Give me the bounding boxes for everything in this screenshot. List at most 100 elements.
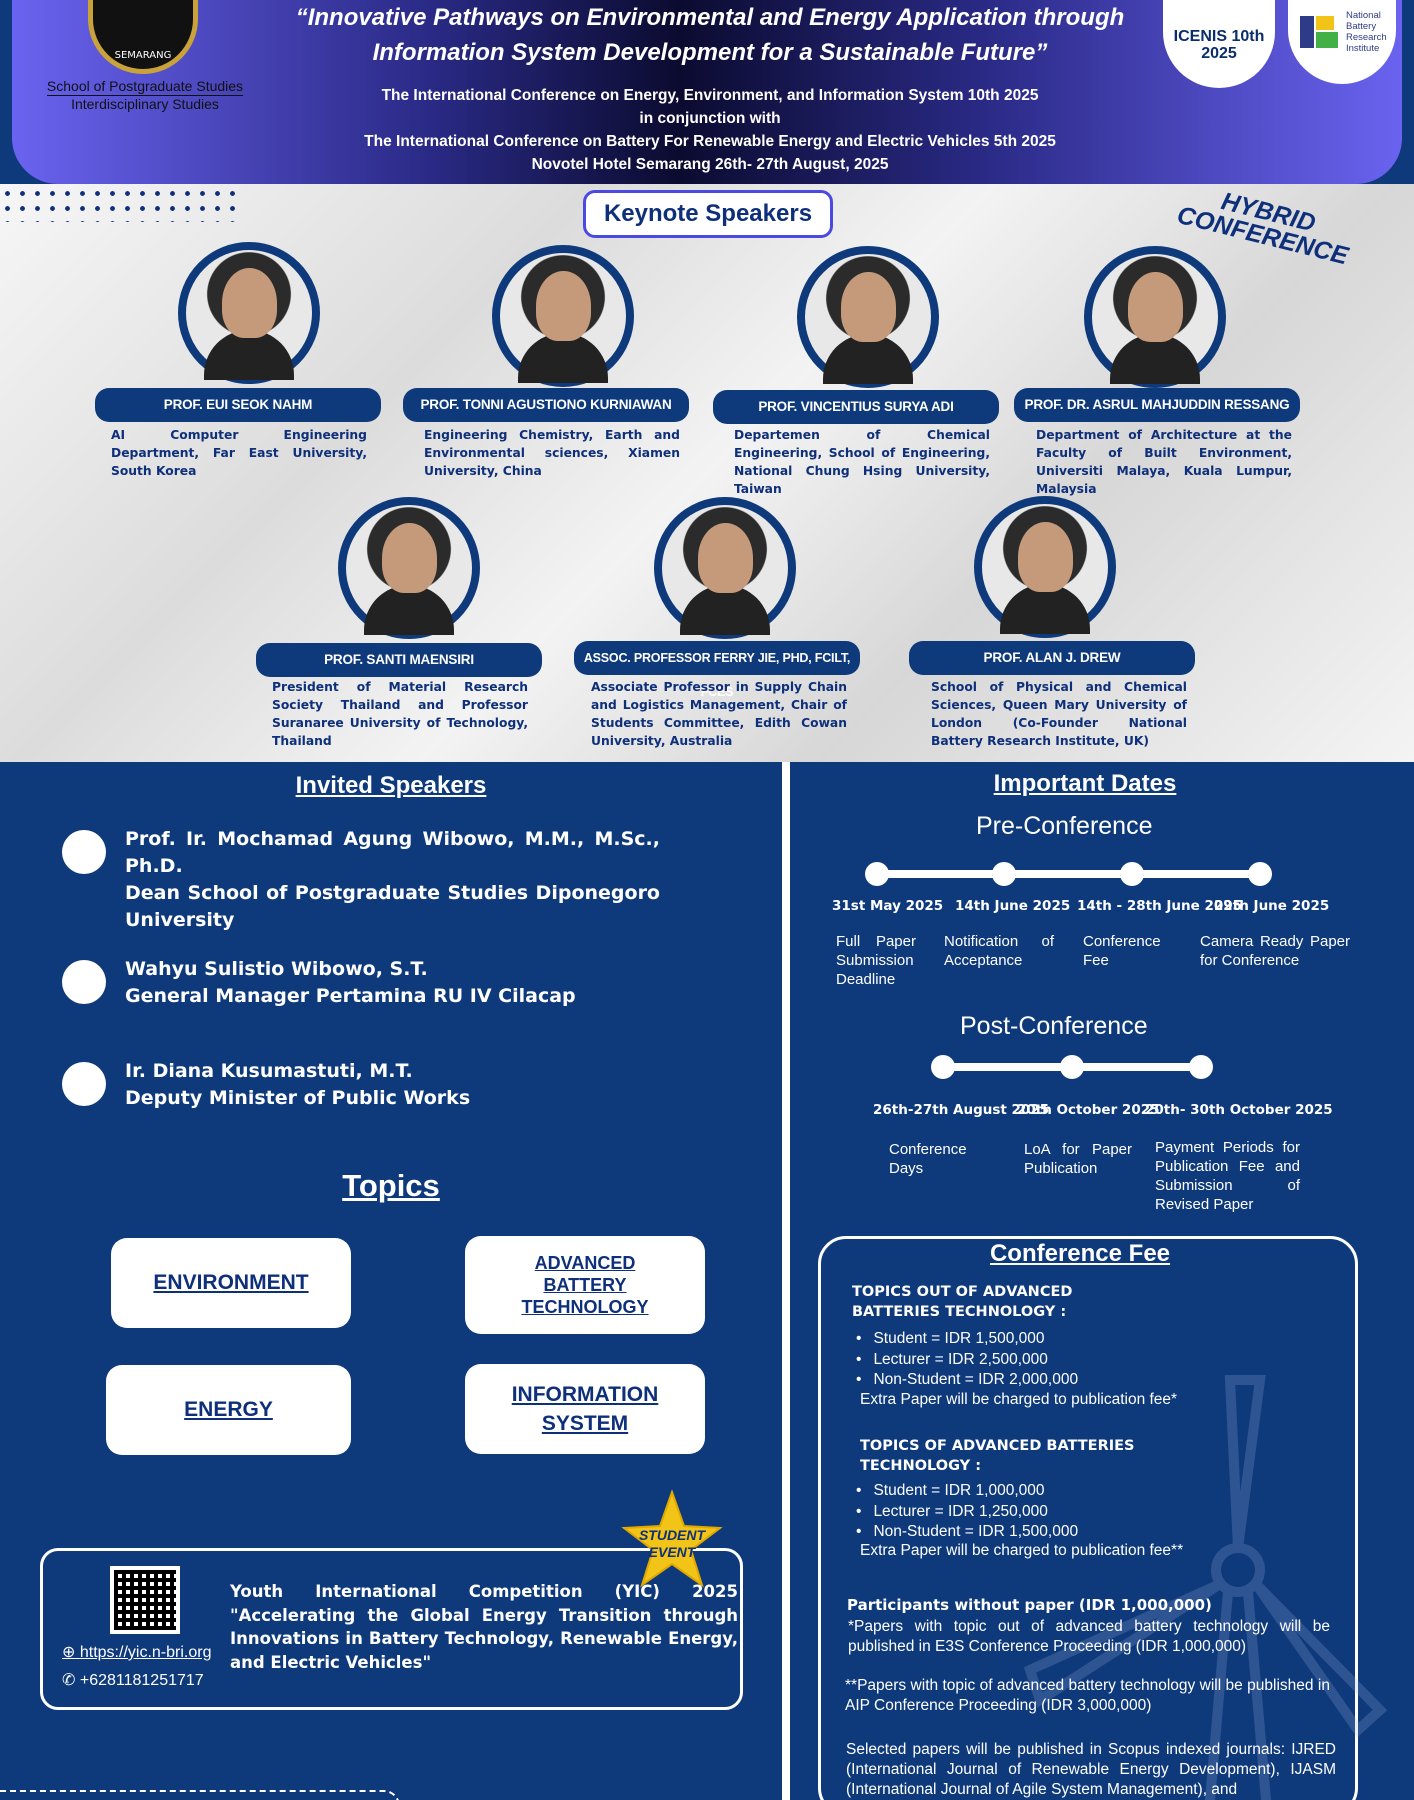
yic-phone-text: +6281181251717 [79, 1672, 204, 1689]
speaker-photo [338, 497, 480, 639]
pre-date: 31st May 2025 [832, 898, 944, 914]
invited-name: Wahyu Sulistio Wibowo, S.T. [125, 958, 428, 980]
subtitle-line4: Novotel Hotel Semarang 26th- 27th August… [531, 156, 889, 173]
fee-item: Non-Student = IDR 2,000,000 [856, 1370, 1078, 1391]
post-desc: Payment Periods for Publication Fee and … [1155, 1139, 1300, 1213]
speaker-photo [1084, 246, 1226, 388]
column-divider [782, 762, 790, 1800]
yic-link-text: https://yic.n-bri.org [79, 1644, 212, 1661]
topic-energy: ENERGY [106, 1365, 351, 1455]
post-desc: LoA for Paper Publication [1024, 1141, 1132, 1177]
yic-phone[interactable]: ✆ +6281181251717 [62, 1670, 204, 1690]
pre-conference-title: Pre-Conference [976, 812, 1153, 840]
invited-role: Dean School of Postgraduate Studies Dipo… [125, 882, 660, 931]
speaker-photo [974, 496, 1116, 638]
fee-item: Lecturer = IDR 1,250,000 [856, 1502, 1078, 1523]
fee-group2-note: Extra Paper will be charged to publicati… [860, 1542, 1184, 1559]
star-line1: STUDENT [638, 1527, 706, 1543]
pre-date: 14th - 28th June 2025 [1077, 898, 1243, 914]
invited-speaker-item: Wahyu Sulistio Wibowo, S.T. General Mana… [62, 956, 602, 1016]
school-line1: School of Postgraduate Studies [46, 78, 244, 96]
invited-speaker-item: Prof. Ir. Mochamad Agung Wibowo, M.M., M… [62, 826, 660, 936]
nbri-line2: Battery [1346, 21, 1377, 32]
invited-role: General Manager Pertamina RU IV Cilacap [125, 985, 576, 1007]
conference-subtitle: The International Conference on Energy, … [260, 84, 1160, 176]
student-event-badge: STUDENT EVENT [620, 1527, 724, 1561]
icenis-logo: ICENIS 10th 2025 [1163, 0, 1275, 88]
subtitle-line3: The International Conference on Battery … [364, 133, 1056, 150]
speaker-name: PROF. ALAN J. DREW [909, 641, 1195, 675]
yic-box [40, 1548, 743, 1710]
dates-title: Important Dates [993, 770, 1177, 797]
nbri-line4: Institute [1346, 43, 1380, 54]
post-date: 26th-27th August 2025 [873, 1102, 1050, 1118]
timeline-dot [1248, 862, 1272, 886]
speaker-name: ASSOC. PROFESSOR FERRY JIE, PHD, FCILT, … [574, 641, 860, 699]
post-desc: Conference Days [889, 1141, 967, 1177]
speaker-photo [178, 242, 320, 384]
pre-desc: Full Paper Submission Deadline [836, 933, 916, 988]
invited-speaker-item: Ir. Diana Kusumastuti, M.T. Deputy Minis… [62, 1058, 602, 1118]
nbri-line3: Research [1346, 32, 1387, 43]
post-date: 20th- 30th October 2025 [1145, 1102, 1333, 1118]
keynote-title: Keynote Speakers [583, 190, 833, 238]
invited-title: Invited Speakers [295, 772, 487, 799]
timeline-dot [865, 862, 889, 886]
fee-item: Student = IDR 1,000,000 [856, 1481, 1078, 1502]
timeline-dot [1189, 1055, 1213, 1079]
nbri-line1: National [1346, 10, 1381, 21]
speaker-affiliation: Department of Architecture at the Facult… [1036, 428, 1292, 496]
fee-group2-list: Student = IDR 1,000,000 Lecturer = IDR 1… [856, 1481, 1078, 1543]
yic-link[interactable]: ⊕ https://yic.n-bri.org [62, 1642, 211, 1662]
speaker-affiliation: AI Computer Engineering Department, Far … [111, 428, 367, 478]
theme-line1: “Innovative Pathways on Environmental an… [295, 4, 1125, 31]
timeline-dot [1060, 1055, 1084, 1079]
fee-group1-note: Extra Paper will be charged to publicati… [860, 1391, 1178, 1408]
speaker-affiliation: Departemen of Chemical Engineering, Scho… [734, 428, 990, 496]
qr-code[interactable] [110, 1566, 180, 1634]
timeline-dot [931, 1055, 955, 1079]
speaker-photo [654, 497, 796, 639]
pre-timeline-line [876, 870, 1262, 878]
fee-title: Conference Fee [989, 1240, 1171, 1267]
speaker-photo [492, 245, 634, 387]
conference-fee-box [818, 1236, 1358, 1800]
speaker-name: PROF. DR. ASRUL MAHJUDDIN RESSANG [1014, 388, 1300, 422]
post-conference-title: Post-Conference [960, 1012, 1148, 1040]
topic-advanced-battery: ADVANCED BATTERY TECHNOLOGY [465, 1236, 705, 1334]
speaker-name: PROF. SANTI MAENSIRI [256, 643, 542, 677]
speaker-name: PROF. VINCENTIUS SURYA ADI [713, 390, 999, 424]
speaker-affiliation: Engineering Chemistry, Earth and Environ… [424, 428, 680, 478]
speaker-affiliation: Associate Professor in Supply Chain and … [591, 680, 847, 748]
pre-date: 14th June 2025 [955, 898, 1071, 914]
fee-note2: **Papers with topic of advanced battery … [845, 1677, 1330, 1714]
seal-text: SEMARANG [114, 50, 172, 61]
topics-title: Topics [342, 1168, 440, 1203]
fee-participants: Participants without paper (IDR 1,000,00… [847, 1596, 1212, 1614]
pre-desc: Notification of Acceptance [944, 933, 1054, 969]
bullet-dot [62, 830, 106, 874]
school-name: School of Postgraduate Studies Interdisc… [30, 78, 260, 112]
school-line2: Interdisciplinary Studies [71, 96, 219, 112]
pre-desc: Conference Fee [1083, 933, 1161, 969]
dashed-border [0, 1790, 400, 1800]
whatsapp-icon: ✆ [62, 1672, 76, 1689]
bullet-dot [62, 1062, 106, 1106]
speaker-photo [797, 246, 939, 388]
fee-group1-head: TOPICS OUT OF ADVANCED BATTERIES TECHNOL… [852, 1284, 1073, 1320]
bullet-dot [62, 960, 106, 1004]
subtitle-line2: in conjunction with [639, 110, 781, 127]
speaker-name: PROF. EUI SEOK NAHM [95, 388, 381, 422]
fee-item: Lecturer = IDR 2,500,000 [856, 1350, 1078, 1371]
post-date: 20th October 2025 [1017, 1102, 1160, 1118]
speaker-name: PROF. TONNI AGUSTIONO KURNIAWAN [403, 388, 689, 422]
speaker-affiliation: School of Physical and Chemical Sciences… [931, 680, 1187, 748]
timeline-dot [992, 862, 1016, 886]
icenis-year: 2025 [1201, 45, 1237, 62]
nbri-mark-icon [1300, 16, 1338, 48]
pre-date: 29th June 2025 [1214, 898, 1330, 914]
timeline-dot [1120, 862, 1144, 886]
fee-item: Student = IDR 1,500,000 [856, 1329, 1078, 1350]
fee-item: Non-Student = IDR 1,500,000 [856, 1522, 1078, 1543]
dot-pattern [0, 186, 240, 222]
